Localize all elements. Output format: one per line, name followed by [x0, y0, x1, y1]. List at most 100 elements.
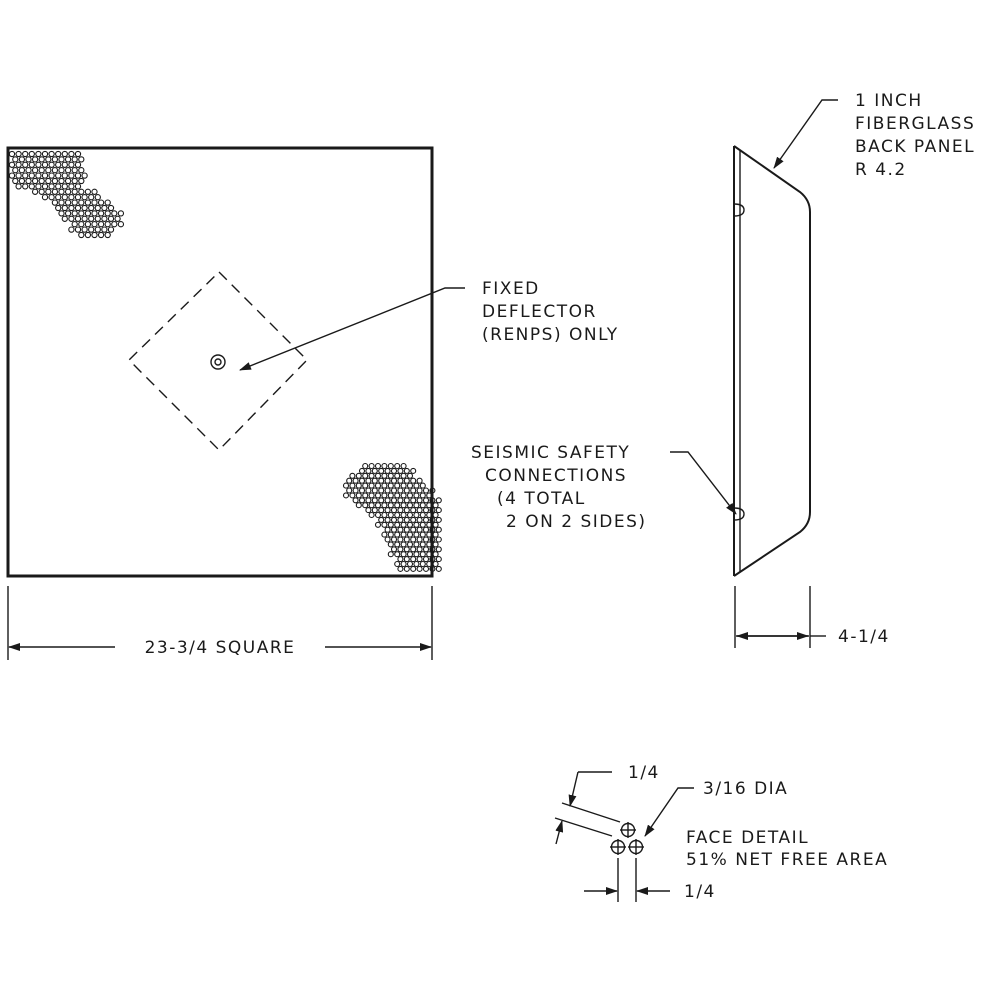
perforation-hole — [25, 167, 32, 174]
perforation-hole — [422, 507, 430, 514]
perforation-hole — [422, 487, 430, 494]
perforation-hole — [117, 210, 125, 217]
deflector-label-line-2: DEFLECTOR — [482, 302, 597, 322]
perforation-hole — [104, 210, 111, 217]
perforation-hole — [55, 204, 62, 212]
perforation-hole — [419, 492, 426, 499]
perforation-hole — [400, 531, 407, 538]
perforation-hole — [403, 526, 410, 533]
seismic-clip-bottom — [733, 507, 745, 521]
perforation-hole — [35, 172, 42, 179]
pitch-dimension-label: 1/4 — [684, 882, 716, 902]
perforation-hole — [74, 172, 82, 179]
perforation-hole — [111, 210, 118, 217]
perforation-hole — [426, 502, 433, 509]
perforation-hole — [384, 526, 391, 533]
perforation-hole — [15, 172, 22, 179]
width-dimension: 23-3/4 SQUARE — [7, 586, 433, 660]
perforation-hole — [397, 507, 404, 514]
perforation-hole — [346, 487, 353, 494]
perforation-hole — [352, 497, 359, 504]
perforation-hole — [81, 204, 88, 212]
perforation-hole — [410, 546, 417, 553]
perforation-hole — [397, 487, 404, 494]
perforation-hole — [88, 204, 95, 212]
perforation-hole — [410, 487, 417, 494]
perforation-hole — [111, 221, 118, 228]
perforation-hole — [78, 167, 85, 174]
perforation-hole — [355, 502, 362, 509]
perforation-hole — [410, 556, 417, 563]
perforation-hole — [35, 161, 42, 168]
perforation-hole — [74, 204, 82, 212]
perforation-hole — [371, 467, 378, 474]
perforation-hole — [381, 511, 388, 519]
perforation-hole — [384, 497, 391, 504]
perforation-hole — [368, 492, 375, 499]
perforation-hole — [390, 546, 398, 553]
perforation-hole — [41, 150, 49, 158]
perforation-hole — [422, 536, 430, 543]
perforation-hole — [368, 472, 375, 479]
perforation-hole — [397, 565, 404, 572]
perforation-hole — [426, 531, 433, 538]
perforation-hole — [387, 511, 394, 519]
perforation-hole — [416, 516, 423, 523]
perforation-hole — [390, 516, 398, 523]
perforation-hole — [355, 492, 362, 499]
perforation-hole — [384, 516, 391, 523]
perforation-hole — [78, 177, 85, 185]
perforation-hole — [422, 526, 430, 533]
perforation-hole — [349, 472, 356, 479]
perforation-hole — [374, 482, 382, 489]
perforation-hole — [435, 516, 442, 523]
spacing-dimension-label: 1/4 — [628, 763, 660, 783]
perforation-hole — [394, 492, 401, 499]
perforation-hole — [374, 492, 382, 499]
perforation-hole — [97, 231, 105, 239]
perforation-hole — [362, 462, 369, 470]
perforation-hole — [81, 172, 88, 179]
perforation-hole — [406, 492, 414, 499]
face-detail-label: FACE DETAIL 51% NET FREE AREA — [686, 828, 888, 870]
perforation-hole — [374, 502, 382, 509]
perforation-hole — [394, 531, 401, 538]
perforation-hole — [390, 477, 398, 484]
perforation-hole — [68, 226, 75, 233]
perforation-hole — [31, 156, 39, 163]
perforation-hole — [422, 516, 430, 523]
perforation-hole — [426, 541, 433, 548]
perforation-hole — [381, 472, 388, 479]
perforation-hole — [419, 511, 426, 519]
face-detail: 1/4 3/16 DIA FACE DETAIL 51% NET FREE AR… — [554, 763, 888, 902]
perforation-hole — [381, 462, 388, 470]
perforation-hole — [416, 477, 423, 484]
deflector-label: FIXED DEFLECTOR (RENPS) ONLY — [482, 279, 619, 345]
perforation-hole — [41, 161, 49, 168]
perforation-hole — [403, 467, 410, 474]
perforation-hole — [432, 531, 439, 538]
perforation-hole — [387, 551, 394, 558]
perforation-hole — [68, 204, 75, 212]
perforation-hole — [432, 511, 439, 519]
perforation-hole — [432, 502, 439, 509]
perforation-hole — [422, 497, 430, 504]
perforation-hole — [88, 215, 95, 222]
perforation-hole — [419, 551, 426, 558]
perforation-hole — [410, 467, 417, 474]
perforation-hole — [410, 536, 417, 543]
deflector-leader — [239, 287, 465, 371]
perforation-hole — [429, 487, 436, 494]
perforation-hole — [403, 546, 410, 553]
perforation-hole — [368, 462, 375, 470]
seismic-label-line-1: SEISMIC SAFETY — [471, 443, 630, 463]
perforation-hole — [394, 472, 401, 479]
perforation-hole — [31, 167, 39, 174]
perforation-hole — [8, 150, 16, 158]
perforation-hole — [78, 188, 85, 195]
perforation-hole — [91, 188, 98, 195]
perforation-hole — [58, 177, 65, 185]
hole-top — [620, 822, 636, 838]
spacing-arrow-top — [568, 771, 579, 807]
perforation-hole — [394, 482, 401, 489]
